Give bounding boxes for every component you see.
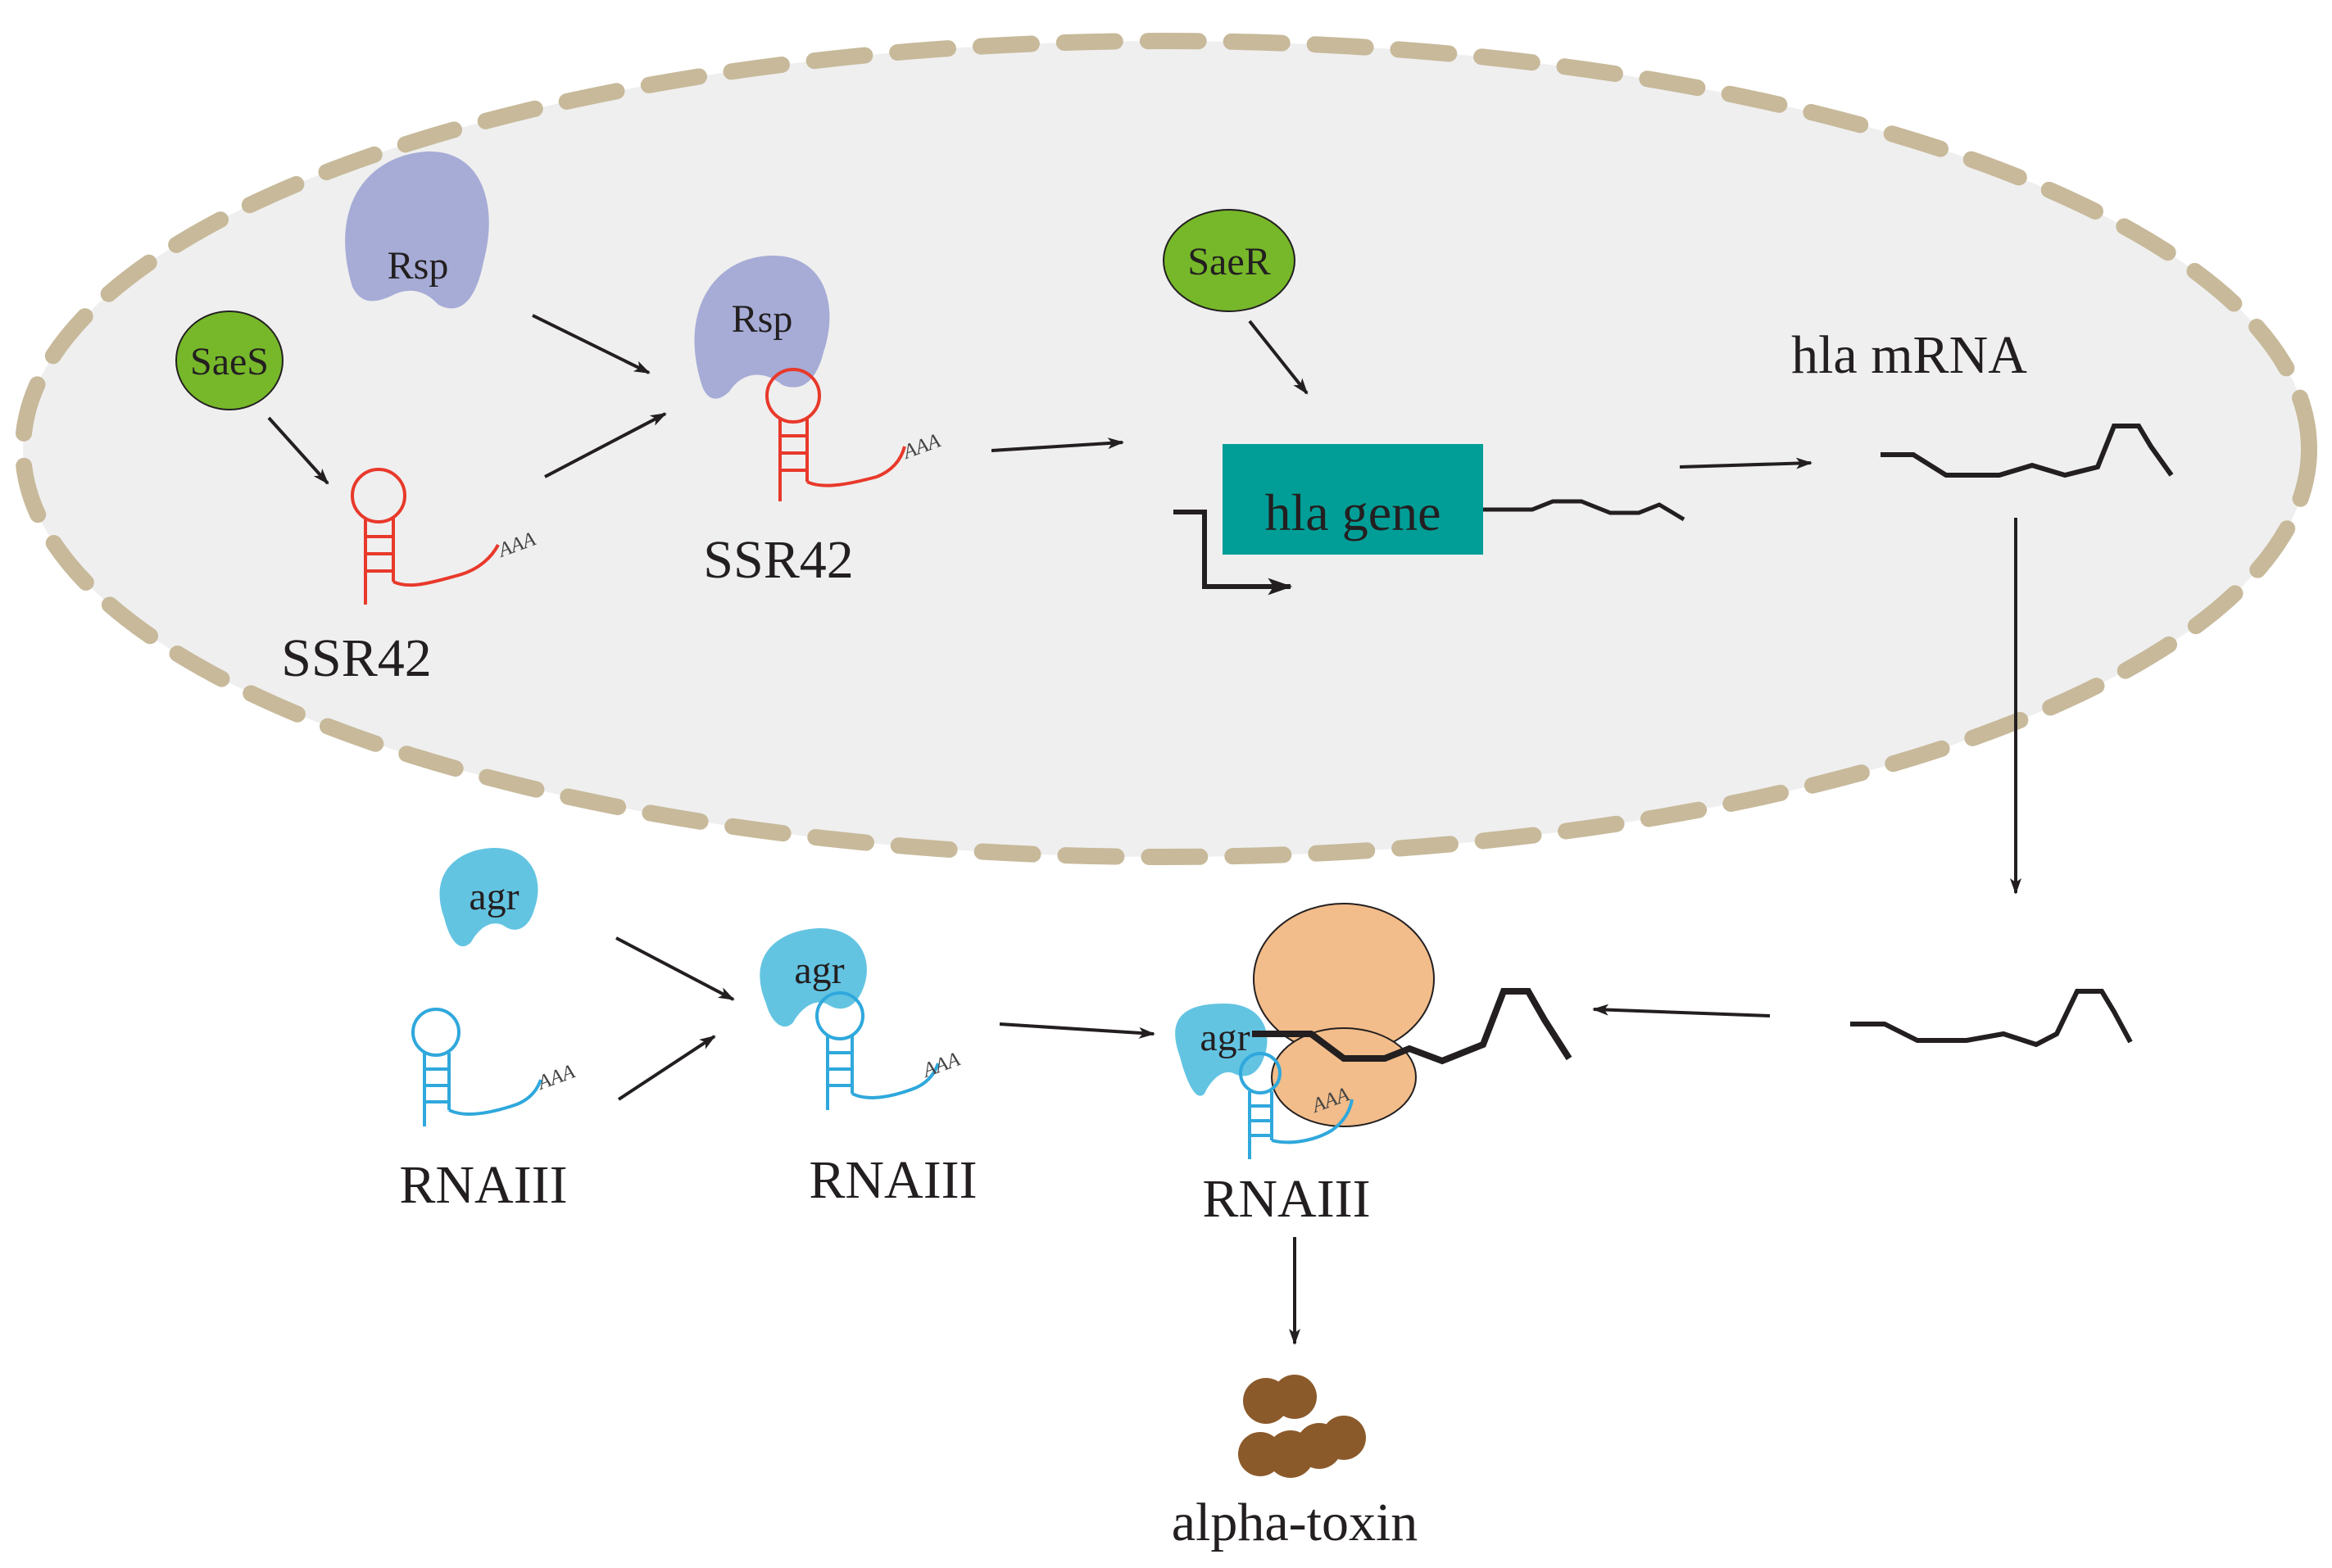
- rnaiii-free-polya: AAA: [533, 1060, 578, 1094]
- rnaiii-bound-polya: AAA: [919, 1048, 964, 1082]
- alpha-toxin-icon: [1238, 1375, 1366, 1478]
- promoter-arrow-icon: [1173, 510, 1293, 596]
- arrow-complex-to-gene: [991, 437, 1124, 452]
- ssr42-rna-free: [351, 468, 500, 605]
- rsp-bound-label: Rsp: [732, 297, 793, 341]
- arrow-rnaiii-to-complex: [617, 1035, 716, 1101]
- rsp-protein-free: Rsp: [345, 151, 489, 309]
- agr-protein-free: agr: [439, 848, 538, 947]
- arrow-gene-to-mrna: [1679, 457, 1813, 469]
- arrow-complex-to-ribosome: [999, 1022, 1155, 1039]
- cell-membrane: [15, 33, 2317, 865]
- rnaiii-rna-bound: [815, 991, 940, 1110]
- ssr42-rna-bound: [765, 368, 906, 501]
- rnaiii-rna-ribosome: [1239, 1052, 1354, 1159]
- arrow-mrna-to-ribosome: [1592, 1004, 1771, 1017]
- rsp-free-label: Rsp: [388, 244, 449, 288]
- hla-mrna-on-ribosome: [1252, 988, 1572, 1065]
- hla-mrna-label: hla mRNA: [1791, 325, 2027, 385]
- hla-gene-box: [1223, 444, 1483, 555]
- ribosome-complex: agr AAA RNAIII: [1175, 903, 1572, 1229]
- arrow-agr-to-complex: [615, 936, 735, 1001]
- rnaiii-free-label: RNAIII: [399, 1155, 567, 1215]
- agr-ribosome-label: agr: [1200, 1016, 1250, 1059]
- dna-strand: [1483, 499, 1685, 522]
- alpha-toxin-label: alpha-toxin: [1172, 1493, 1418, 1552]
- rsp-protein-bound: Rsp: [694, 255, 830, 399]
- hla-mrna-strand: [1881, 424, 2174, 478]
- hla-gene: hla gene: [1173, 444, 1685, 596]
- saer-label: SaeR: [1187, 240, 1270, 283]
- saes-label: SaeS: [190, 340, 269, 383]
- rnaiii-bound-label: RNAIII: [809, 1150, 977, 1210]
- agr-protein-bound: agr: [760, 928, 867, 1027]
- rnaiii-ribosome-label: RNAIII: [1202, 1169, 1370, 1229]
- arrow-saer-to-gene: [1248, 319, 1309, 395]
- ssr42-bound-label: SSR42: [703, 530, 853, 590]
- arrow-rsp-to-complex: [532, 314, 651, 374]
- saer-protein: SaeR: [1163, 209, 1295, 312]
- arrow-saes-to-ssr42: [267, 416, 329, 485]
- rnaiii-rna-free: [411, 1008, 542, 1126]
- ribosome-small-subunit: [1271, 1027, 1417, 1127]
- agr-protein-ribosome: [1175, 1004, 1268, 1096]
- saes-protein: SaeS: [175, 310, 284, 410]
- ssr42-free-label: SSR42: [281, 628, 431, 688]
- agr-bound-label: agr: [794, 949, 844, 992]
- hla-mrna-strand-outside: [1850, 989, 2133, 1048]
- arrow-ssr42-to-complex: [544, 412, 667, 478]
- agr-free-label: agr: [469, 875, 519, 918]
- hla-gene-label: hla gene: [1265, 483, 1441, 542]
